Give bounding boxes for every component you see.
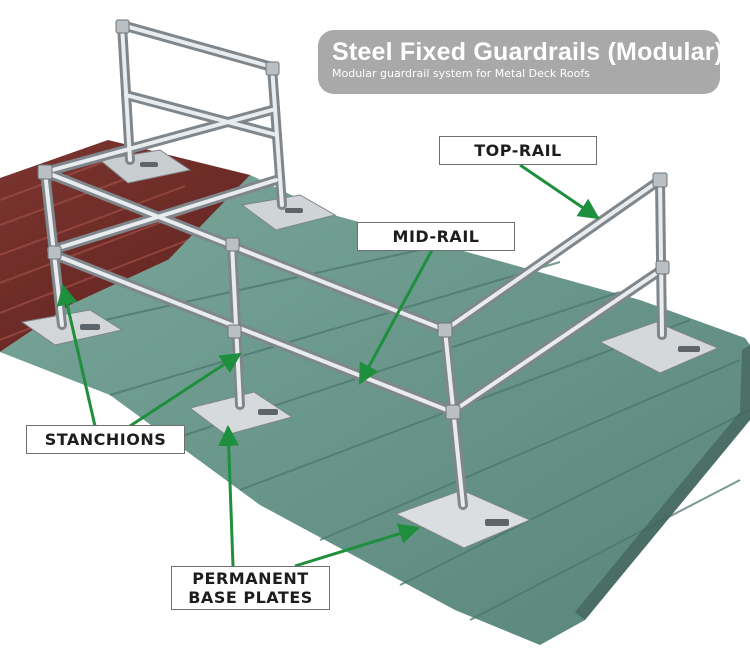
stanchion-arrow-right [129, 352, 242, 428]
stanchion-arrow-left [56, 283, 97, 427]
base-plates [20, 149, 720, 549]
label-base-plates: PERMANENT BASE PLATES [171, 566, 330, 610]
base-plate-front [394, 489, 532, 549]
top-rail-arrow [519, 163, 600, 220]
guardrail-frame [37, 19, 670, 510]
title-banner: Steel Fixed Guardrails (Modular) Modular… [318, 30, 724, 94]
label-base-plates-line1: PERMANENT [192, 569, 309, 588]
label-top-rail: TOP-RAIL [439, 136, 597, 165]
mid-rail-arrow [358, 249, 434, 385]
base-plate-arrow-right [294, 523, 421, 568]
page-subtitle: Modular guardrail system for Metal Deck … [332, 67, 590, 80]
base-plate-arrow-left [218, 424, 240, 567]
page-title: Steel Fixed Guardrails (Modular) [332, 38, 724, 66]
base-plate-right [598, 321, 720, 374]
base-plate-middle [188, 391, 294, 436]
label-mid-rail: MID-RAIL [357, 222, 515, 251]
label-base-plates-line2: BASE PLATES [188, 588, 313, 607]
callout-arrows [56, 163, 600, 568]
base-plate-back-left [98, 149, 192, 184]
label-stanchions: STANCHIONS [26, 425, 185, 454]
